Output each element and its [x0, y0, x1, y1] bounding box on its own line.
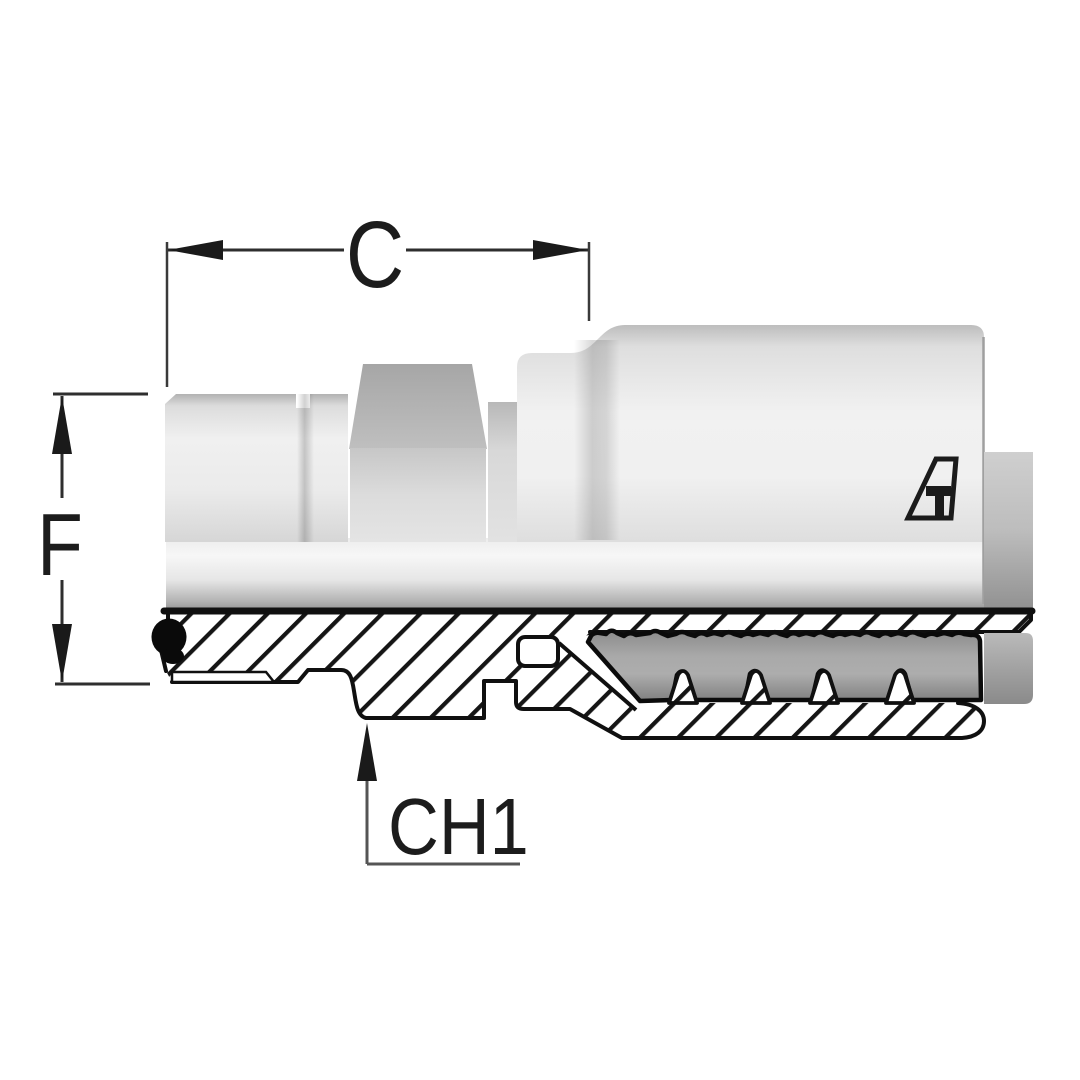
hex-nut-face	[349, 364, 487, 449]
dimension-c: C	[165, 201, 591, 387]
male-end-body	[165, 394, 348, 542]
logo-bar	[926, 486, 951, 496]
dimension-f: F	[37, 392, 150, 686]
socket-fillet-shade	[574, 340, 620, 540]
f-arrow-up	[52, 396, 72, 454]
dimension-ch1: CH1	[357, 723, 529, 871]
brand-logo	[904, 456, 959, 521]
o-ring	[151, 618, 187, 664]
grip-ridges	[667, 669, 916, 705]
hose-end-lower	[984, 633, 1033, 704]
collar-groove-tab	[516, 635, 560, 668]
grip-ridge-spike	[808, 669, 840, 705]
grip-ridge-spike	[884, 669, 916, 705]
hose-serrations	[585, 628, 984, 704]
logo-stem	[935, 494, 944, 518]
neck	[488, 402, 519, 542]
socket-body	[517, 325, 984, 542]
grip-ridge-spike	[740, 669, 772, 705]
f-arrow-down	[52, 624, 72, 682]
socket-cone-gap	[560, 635, 643, 711]
ch1-dim-label: CH1	[388, 782, 529, 871]
fitting-upper-body	[165, 325, 1033, 608]
fitting-cross-section	[151, 607, 1036, 740]
c-arrow-left	[168, 240, 223, 260]
socket-cone-edge	[557, 641, 638, 712]
c-dim-label: C	[346, 201, 404, 308]
grip-ridge-spike	[667, 669, 699, 705]
male-end-seam	[294, 394, 316, 542]
hex-nut-lower	[350, 448, 486, 542]
hose-end-upper	[984, 452, 1033, 608]
thread-strip	[170, 670, 277, 684]
f-dim-label: F	[37, 496, 83, 594]
section-bottom-profile	[170, 668, 986, 740]
body-shaft	[166, 538, 1032, 608]
c-arrow-right	[533, 240, 588, 260]
ch1-arrow-up	[357, 723, 377, 781]
